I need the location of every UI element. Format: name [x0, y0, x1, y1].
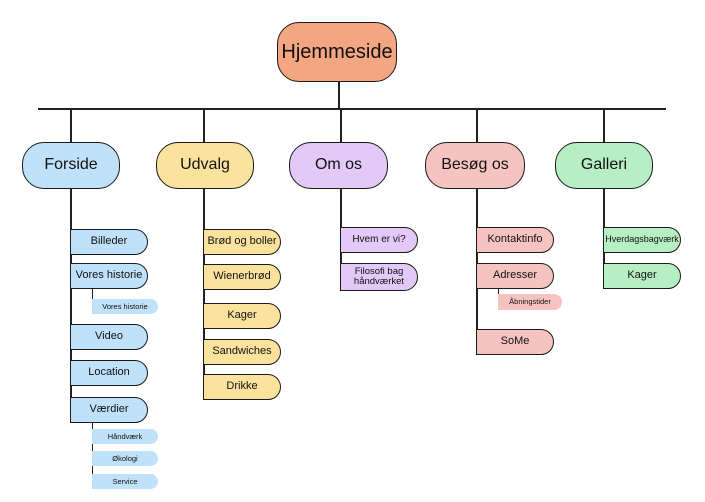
galleri-item-hverdagsbagvaerk: Hverdagsbagværk [603, 227, 681, 253]
besog-os-item-adresser: Adresser [476, 263, 554, 289]
forside-subitem-vores-historie: Vores historie [92, 299, 158, 314]
forside-subitem-handvaerk: Håndværk [92, 429, 158, 444]
galleri-item-kager: Kager [603, 263, 681, 289]
besog-os-item-some: SoMe [476, 329, 554, 355]
udvalg-item-brod-og-boller: Brød og boller [203, 229, 281, 255]
udvalg-item-kager: Kager [203, 303, 281, 329]
connector-om-os-drop [340, 108, 342, 142]
connector-galleri-drop [603, 108, 605, 142]
forside-item-vores-historie: Vores historie [70, 263, 148, 289]
root-node: Hjemmeside [277, 22, 397, 82]
connector-besog-os-drop [476, 108, 478, 142]
connector-udvalg-drop [203, 108, 205, 142]
forside-item-vaerdier: Værdier [70, 397, 148, 423]
connector-horizontal-bus [38, 108, 666, 110]
connector-root-down [338, 81, 340, 109]
section-galleri: Galleri [555, 142, 653, 189]
besog-os-subitem-abningstider: Åbningstider [498, 294, 562, 310]
udvalg-item-drikke: Drikke [203, 374, 281, 400]
forside-item-location: Location [70, 360, 148, 386]
section-besog-os: Besøg os [425, 142, 525, 189]
connector-forside-spine [70, 188, 72, 411]
om-os-item-hvem-er-vi: Hvem er vi? [340, 227, 418, 253]
section-udvalg: Udvalg [156, 142, 254, 189]
forside-item-billeder: Billeder [70, 229, 148, 255]
section-forside: Forside [22, 142, 120, 189]
udvalg-item-wienerbrod: Wienerbrød [203, 264, 281, 290]
connector-forside-drop [70, 108, 72, 142]
udvalg-item-sandwiches: Sandwiches [203, 339, 281, 365]
om-os-item-filosofi: Filosofi bag håndværket [340, 263, 418, 291]
forside-subitem-service: Service [92, 474, 158, 489]
forside-subitem-okologi: Økologi [92, 451, 158, 466]
besog-os-item-kontaktinfo: Kontaktinfo [476, 227, 554, 253]
section-om-os: Om os [289, 142, 388, 189]
connector-vores-historie-sub [92, 288, 94, 299]
forside-item-video: Video [70, 324, 148, 350]
